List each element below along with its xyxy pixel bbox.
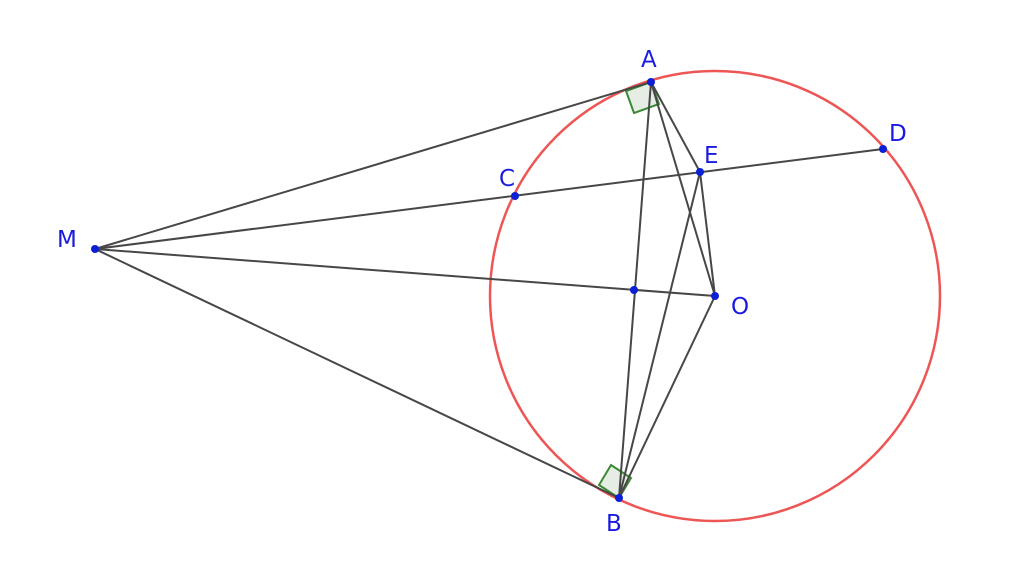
- segment-md: [94, 148, 884, 250]
- segment-ma: [94, 81, 652, 250]
- point-h: [630, 286, 638, 294]
- segment-ae: [650, 81, 701, 173]
- segment-bo: [618, 295, 716, 499]
- point-e: [696, 168, 704, 176]
- segment-mo: [94, 248, 716, 297]
- point-o: [711, 292, 719, 300]
- point-d: [879, 145, 887, 153]
- label-b: B: [606, 511, 622, 537]
- label-m: M: [57, 227, 77, 253]
- point-c: [511, 192, 519, 200]
- point-a: [647, 78, 655, 86]
- circle-o: [488, 69, 942, 523]
- point-labels: A B C D E M O: [57, 47, 907, 537]
- segment-ao: [650, 81, 716, 297]
- segment-mb: [94, 248, 620, 499]
- point-m: [91, 245, 99, 253]
- points: [91, 78, 887, 502]
- segment-eb: [618, 171, 701, 499]
- label-a: A: [641, 47, 657, 73]
- label-e: E: [704, 143, 719, 169]
- segment-eo: [699, 171, 716, 297]
- label-o: O: [731, 294, 749, 320]
- point-b: [615, 494, 623, 502]
- label-c: C: [499, 166, 515, 192]
- label-d: D: [889, 121, 907, 147]
